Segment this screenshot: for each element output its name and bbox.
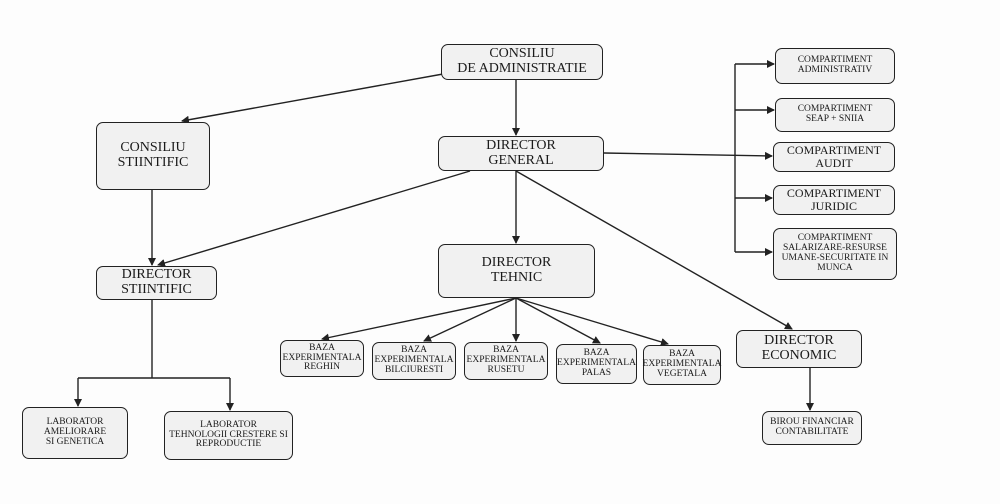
node-label: CONSILIU DE ADMINISTRATIE: [457, 46, 587, 76]
node-label: LABORATOR AMELIORARE SI GENETICA: [43, 417, 107, 447]
node-consiliu-stiintific: CONSILIU STIINTIFIC: [96, 122, 210, 190]
node-label: BAZA EXPERIMENTALA REGHIN: [282, 342, 362, 373]
connector-dg-de: [515, 170, 793, 330]
connector-dt-bilciuresti: [423, 297, 517, 342]
node-baza-rusetu: BAZA EXPERIMENTALA RUSETU: [464, 342, 548, 380]
node-baza-palas: BAZA EXPERIMENTALA PALAS: [556, 344, 637, 384]
node-compartiment-juridic: COMPARTIMENT JURIDIC: [773, 185, 895, 215]
node-label: COMPARTIMENT ADMINISTRATIV: [797, 55, 873, 75]
node-baza-bilciuresti: BAZA EXPERIMENTALA BILCIURESTI: [372, 342, 456, 380]
connector-dt-vegetala: [515, 297, 669, 346]
node-label: COMPARTIMENT SALARIZARE-RESURSE UMANE-SE…: [781, 233, 889, 273]
connector-dt-reghin: [321, 297, 517, 342]
node-label: CONSILIU STIINTIFIC: [117, 140, 189, 170]
node-baza-vegetala: BAZA EXPERIMENTALA VEGETALA: [643, 345, 721, 385]
node-compartiment-seap: COMPARTIMENT SEAP + SNIIA: [775, 98, 895, 132]
node-label: DIRECTOR TEHNIC: [481, 255, 552, 285]
node-label: BAZA EXPERIMENTALA BILCIURESTI: [374, 345, 454, 375]
node-label: COMPARTIMENT SEAP + SNIIA: [797, 104, 873, 124]
node-label: DIRECTOR GENERAL: [486, 137, 556, 168]
node-director-economic: DIRECTOR ECONOMIC: [736, 330, 862, 368]
node-director-stiintific: DIRECTOR STIINTIFIC: [96, 266, 217, 300]
node-label: BIROU FINANCIAR CONTABILITATE: [770, 417, 854, 437]
node-label: COMPARTIMENT AUDIT: [786, 143, 882, 170]
node-label: COMPARTIMENT JURIDIC: [786, 186, 882, 213]
node-compartiment-administrativ: COMPARTIMENT ADMINISTRATIV: [775, 48, 895, 84]
node-label: LABORATOR TEHNOLOGII CRESTERE SI REPRODU…: [169, 419, 288, 450]
connector-ca-cs: [181, 73, 444, 124]
node-laborator-ameliorare: LABORATOR AMELIORARE SI GENETICA: [22, 407, 128, 459]
connector-dt-palas: [515, 297, 601, 344]
node-label: BAZA EXPERIMENTALA VEGETALA: [642, 349, 722, 379]
node-laborator-tehnologii: LABORATOR TEHNOLOGII CRESTERE SI REPRODU…: [164, 411, 293, 460]
node-baza-reghin: BAZA EXPERIMENTALA REGHIN: [280, 340, 364, 377]
node-director-general: DIRECTOR GENERAL: [438, 136, 604, 171]
node-compartiment-audit: COMPARTIMENT AUDIT: [773, 142, 895, 172]
node-birou-financiar: BIROU FINANCIAR CONTABILITATE: [762, 411, 862, 445]
node-director-tehnic: DIRECTOR TEHNIC: [438, 244, 595, 298]
node-label: BAZA EXPERIMENTALA RUSETU: [466, 345, 546, 375]
connector-dg-ds: [157, 170, 471, 267]
node-compartiment-salarizare: COMPARTIMENT SALARIZARE-RESURSE UMANE-SE…: [773, 228, 897, 280]
connector-dg-audit: [603, 151, 773, 160]
node-consiliu-administratie: CONSILIU DE ADMINISTRATIE: [441, 44, 603, 80]
node-label: BAZA EXPERIMENTALA PALAS: [557, 348, 636, 378]
node-label: DIRECTOR ECONOMIC: [761, 333, 837, 363]
node-label: DIRECTOR STIINTIFIC: [121, 267, 192, 297]
